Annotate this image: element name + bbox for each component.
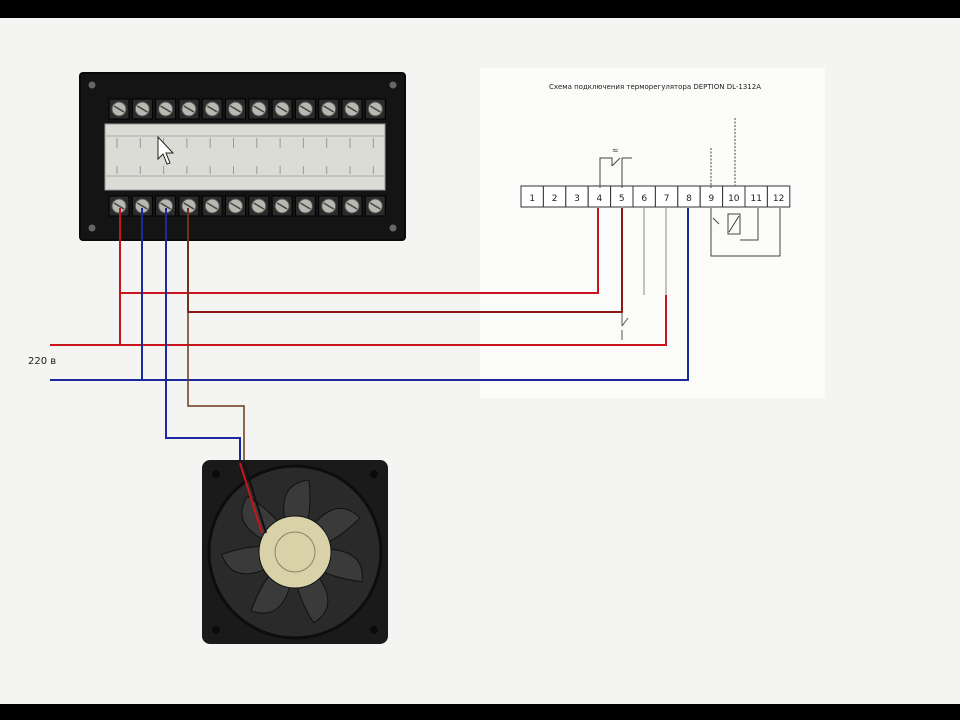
terminal-label: 12 [773,194,784,204]
terminal-6: 6 [632,185,656,208]
bottom-terminal-screw [318,195,340,217]
top-terminal-screw [341,98,363,120]
top-terminal-screw [271,98,293,120]
terminal-5: 5 [610,185,634,208]
wire-live-terminal-4 [120,208,599,294]
top-terminal-screw [108,98,130,120]
top-terminal-screw [248,98,270,120]
top-terminal-screw [131,98,153,120]
top-terminal-screw [225,98,246,120]
terminal-label: 7 [664,194,670,204]
bottom-terminal-screw [341,195,363,217]
thermostat-controller [79,72,406,241]
schematic-title: Схема подключения терморегулятора DEPTIO… [549,83,761,91]
terminal-2: 2 [542,185,567,208]
bottom-terminal-block [108,195,386,217]
terminal-7: 7 [654,185,679,208]
top-terminal-screw [201,98,223,120]
top-terminal-screw [364,98,386,120]
bottom-terminal-screw [271,195,293,217]
terminal-label: 9 [709,194,715,204]
terminal-label: 3 [574,194,580,204]
sensor-icon [710,118,781,257]
wire-live-mains [50,295,667,346]
bottom-terminal-screw [248,195,270,217]
top-terminal-screw [155,98,177,120]
wire-neutral-fan [165,208,241,463]
terminal-label: 1 [529,194,535,204]
top-terminal-screw [294,98,316,120]
voltage-label: 220 в [28,356,56,367]
schematic-paper [480,68,825,398]
bottom-terminal-screw [108,195,130,217]
bottom-terminal-screw [131,195,153,217]
label-panel [104,123,386,191]
wiring-diagram: Схема подключения терморегулятора DEPTIO… [28,68,825,644]
terminal-9: 9 [699,185,724,208]
terminal-12: 12 [766,185,791,208]
contact-symbol-icon [621,312,629,340]
terminal-10: 10 [722,185,746,208]
terminal-label: 5 [619,194,625,204]
terminal-label: 2 [552,194,558,204]
terminal-3: 3 [565,185,589,208]
bottom-terminal-screw [294,195,316,217]
mouse-cursor-icon [157,135,175,165]
cooling-fan [202,460,388,644]
terminal-8: 8 [677,185,701,208]
wire-fan-supply [187,208,245,463]
terminal-label: 8 [686,194,692,204]
terminal-1: 1 [520,185,544,208]
wire-neutral-mains [50,208,689,381]
terminal-label: 6 [641,194,647,204]
top-terminal-screw [318,98,340,120]
terminal-label: 10 [728,194,740,204]
terminal-label: 4 [597,194,603,204]
bottom-terminal-screw [364,195,386,217]
wiring-diagram-canvas: Схема подключения терморегулятора DEPTIO… [0,18,960,704]
bottom-terminal-screw [225,195,246,217]
terminal-label: 11 [750,194,761,204]
top-terminal-screw [178,98,200,120]
relay-switch-icon: ≈ [599,146,632,188]
terminal-11: 11 [744,185,768,208]
bottom-terminal-screw [201,195,223,217]
terminal-4: 4 [587,185,612,208]
top-terminal-block [108,98,386,120]
svg-text:≈: ≈ [612,146,619,155]
